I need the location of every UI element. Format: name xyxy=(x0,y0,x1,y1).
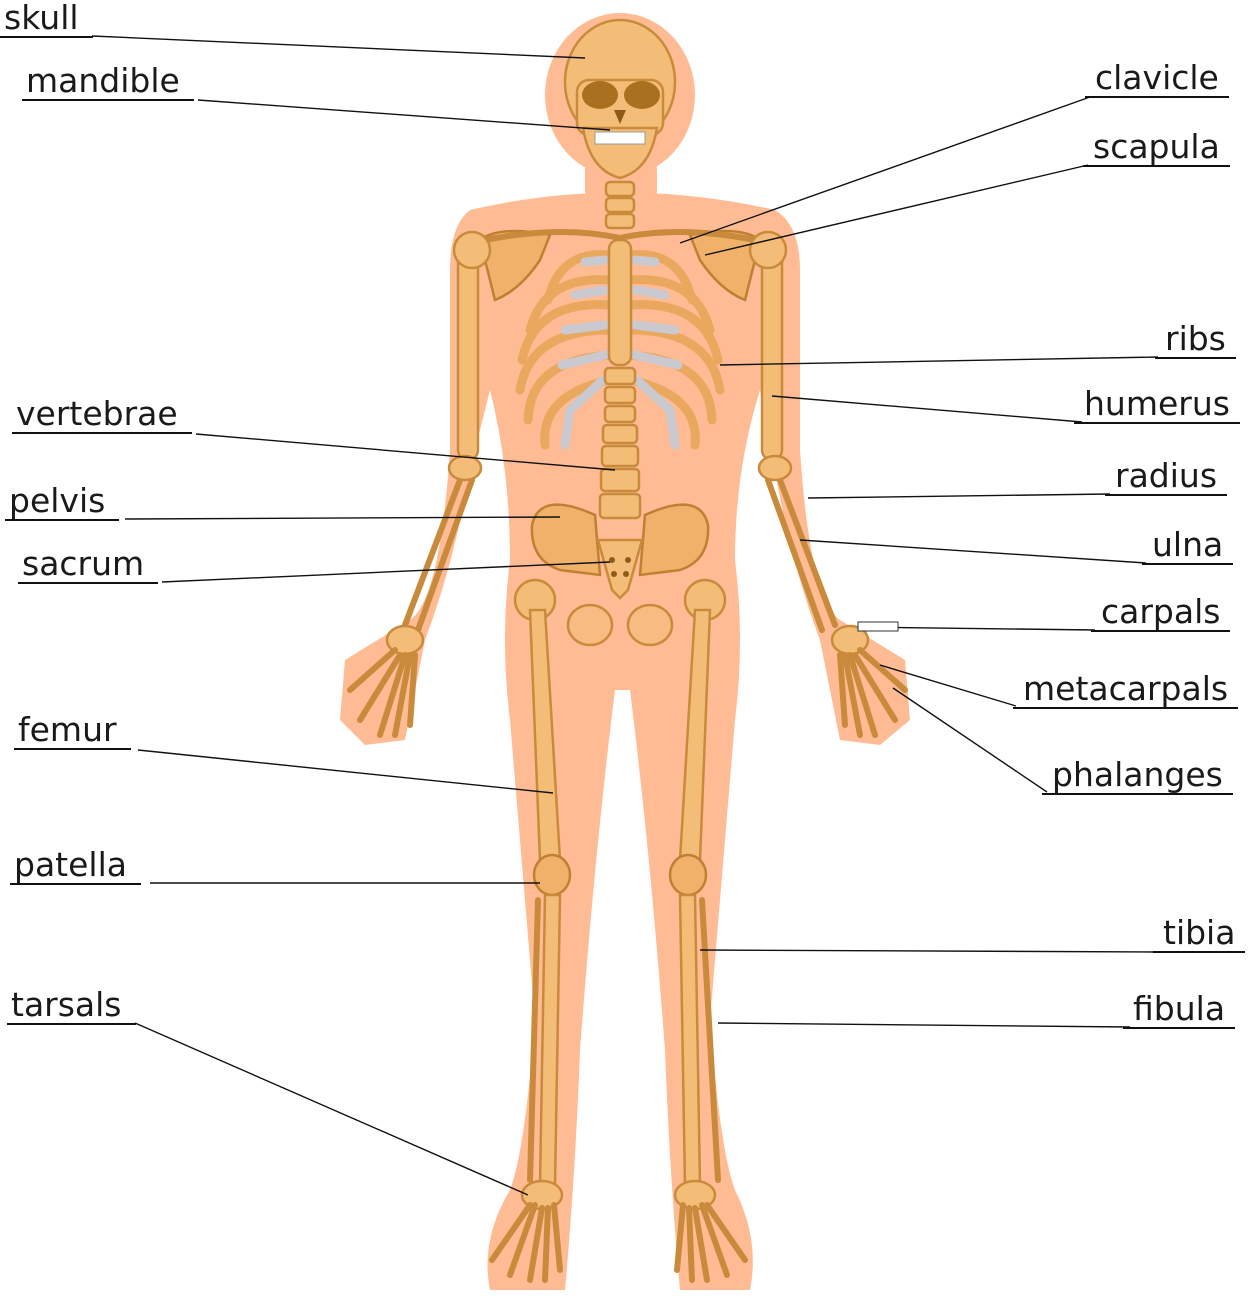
label-ulna: ulna xyxy=(1142,527,1233,565)
label-tarsals: tarsals xyxy=(7,987,136,1025)
label-ribs: ribs xyxy=(1155,321,1236,359)
label-humerus: humerus xyxy=(1074,386,1240,424)
label-phalanges: phalanges xyxy=(1042,757,1233,795)
label-radius: radius xyxy=(1105,458,1227,496)
skull xyxy=(565,20,675,144)
patella xyxy=(534,855,706,895)
label-metacarpals: metacarpals xyxy=(1013,671,1238,709)
label-sacrum: sacrum xyxy=(18,546,158,584)
label-scapula: scapula xyxy=(1083,129,1230,167)
label-patella: patella xyxy=(10,847,141,885)
label-fibula: fibula xyxy=(1123,991,1235,1029)
label-pelvis: pelvis xyxy=(5,483,119,521)
label-vertebrae: vertebrae xyxy=(12,396,192,434)
label-femur: femur xyxy=(14,712,131,750)
label-carpals: carpals xyxy=(1091,594,1230,632)
label-mandible: mandible xyxy=(22,63,194,101)
label-tibia: tibia xyxy=(1153,915,1245,953)
label-clavicle: clavicle xyxy=(1085,60,1229,98)
vertebrae xyxy=(600,368,640,518)
cervical-vertebrae xyxy=(606,182,634,228)
label-skull: skull xyxy=(0,0,93,38)
